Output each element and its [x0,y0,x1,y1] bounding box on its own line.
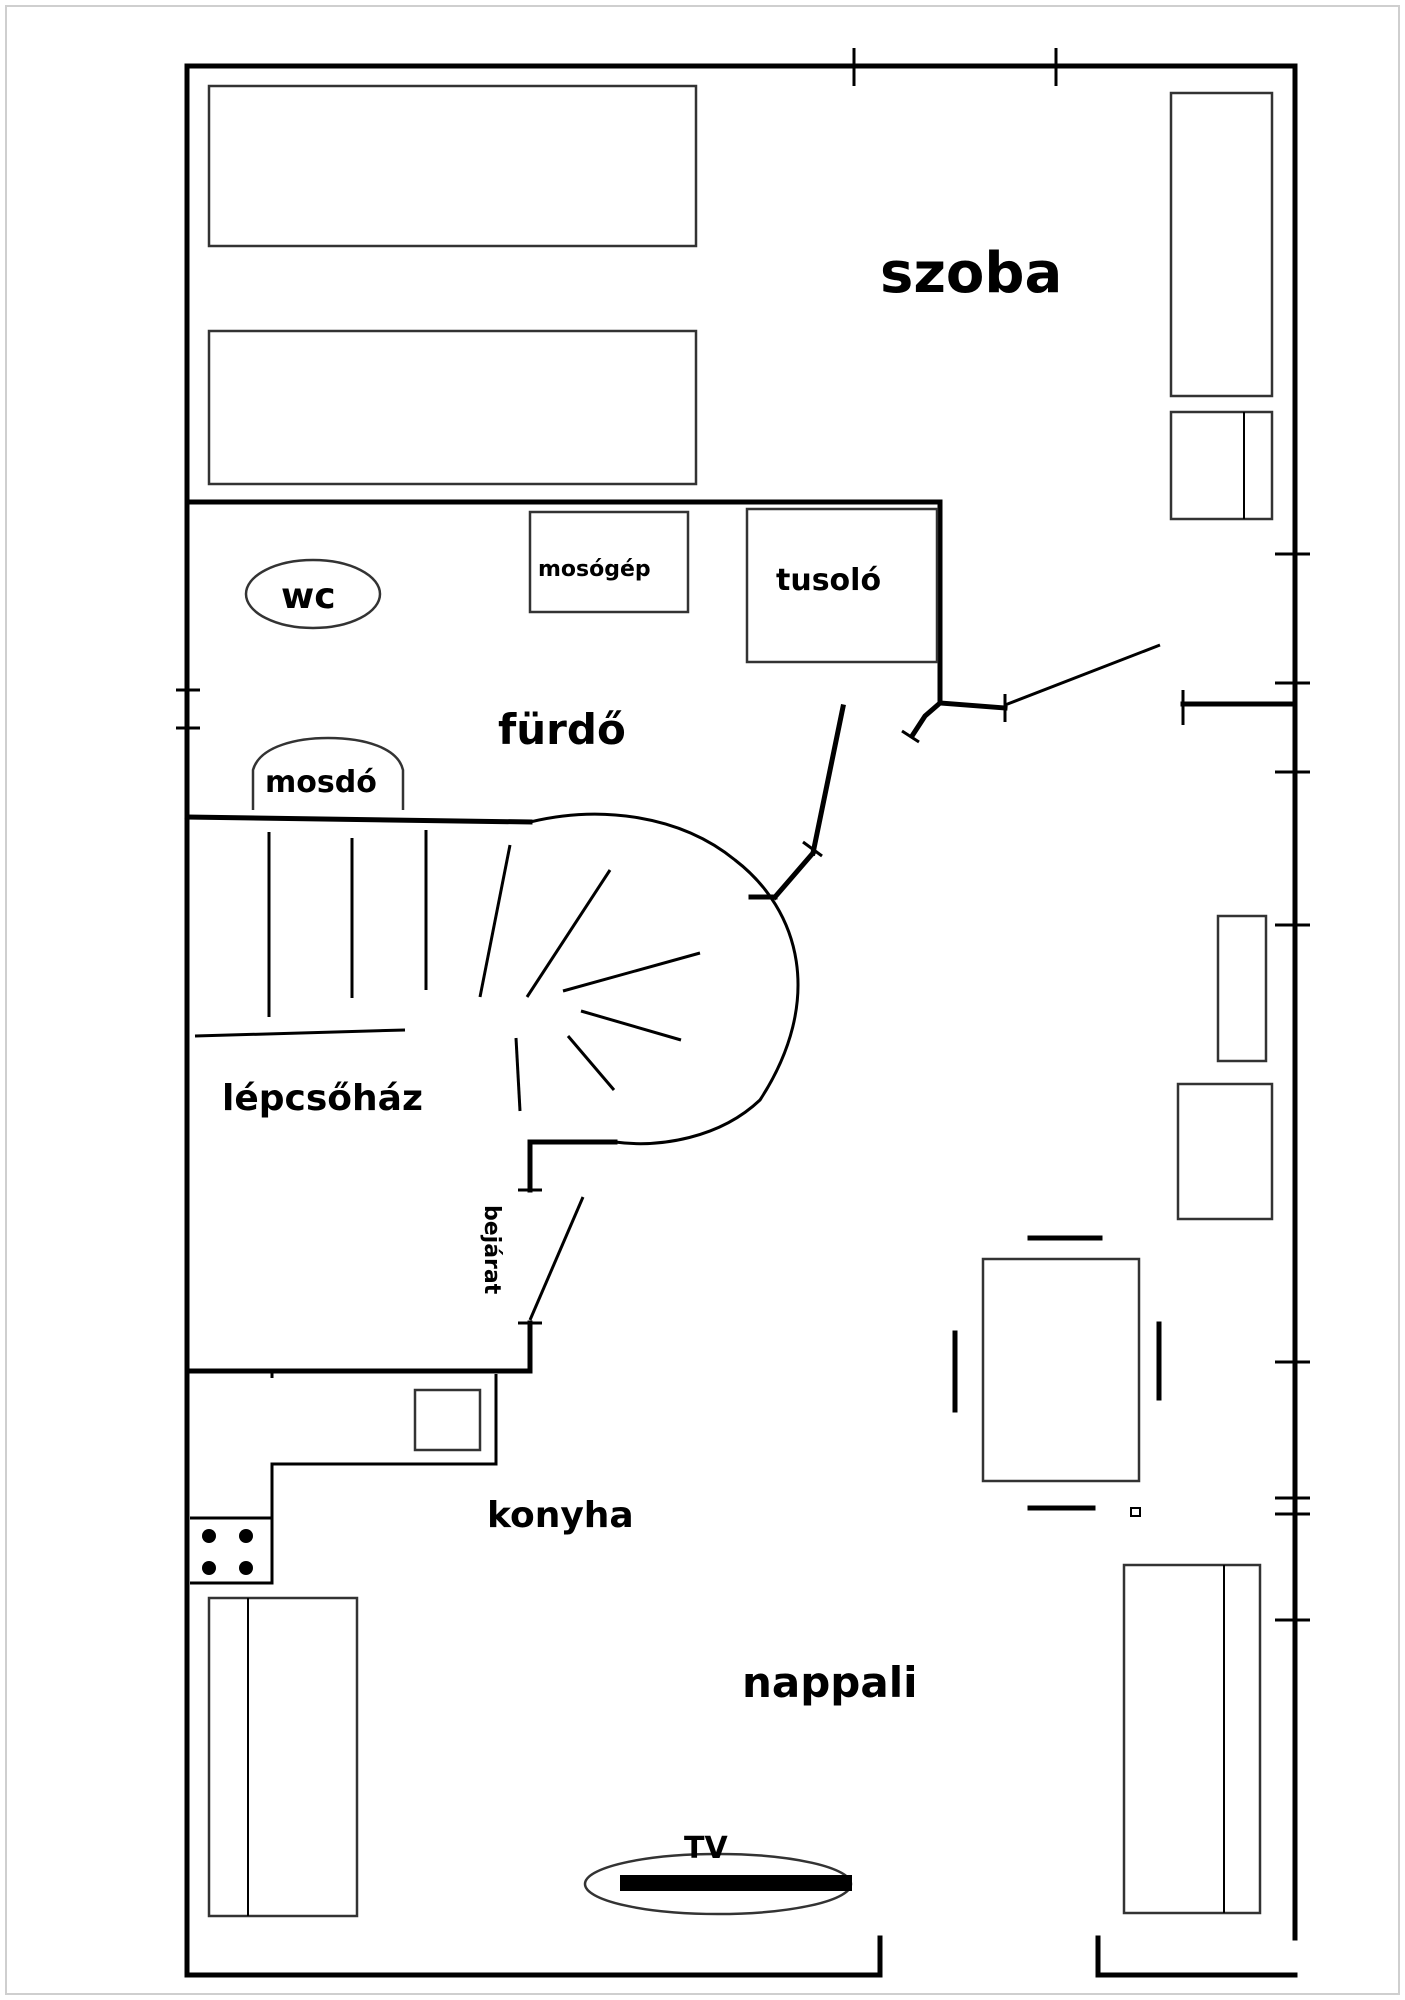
bed-1 [207,84,698,248]
wardrobe [1169,91,1274,398]
kitchen-furniture [202,1388,482,1575]
room-label-szoba: szoba [880,241,1062,306]
shelf-1 [1216,914,1268,1063]
labels: szoba fürdő lépcsőház konyha nappali wc … [222,241,1062,1866]
interior-walls [184,499,1298,1585]
wc-fixture [244,558,382,630]
page-frame [5,5,1400,1995]
spiral-staircase [194,812,800,1146]
kitchen-sink [413,1388,482,1452]
bathroom-furniture [244,507,939,810]
bedroom-furniture [207,84,1274,521]
room-label-nappali: nappali [742,1658,918,1707]
room-label-konyha: konyha [487,1495,634,1536]
cabinet [1169,410,1274,521]
living-room-furniture [207,914,1274,1918]
sofa-right [1122,1563,1262,1915]
room-label-furdo: fürdő [498,705,626,754]
shower [745,507,939,664]
room-label-lepcsohaz: lépcsőház [222,1078,423,1119]
fixture-label-wc: wc [281,576,336,617]
bed-2 [207,329,698,486]
dining-table [981,1257,1141,1483]
tv-icon [620,1875,852,1891]
sink [251,736,405,810]
fixture-label-tv: TV [684,1831,728,1866]
stove-icon [202,1529,253,1575]
entrance-label-bejarat: bejárat [479,1205,504,1295]
window-marks [176,48,1310,1622]
small-square [1130,1507,1141,1517]
washing-machine [528,510,690,614]
outer-walls [184,63,1298,1978]
shelf-2 [1176,1082,1274,1221]
fixture-label-tusolo: tusoló [776,563,881,598]
sofa-left [207,1596,359,1918]
fixture-label-mosdo: mosdó [265,765,377,800]
fixture-label-mosogep: mosógép [538,557,651,582]
